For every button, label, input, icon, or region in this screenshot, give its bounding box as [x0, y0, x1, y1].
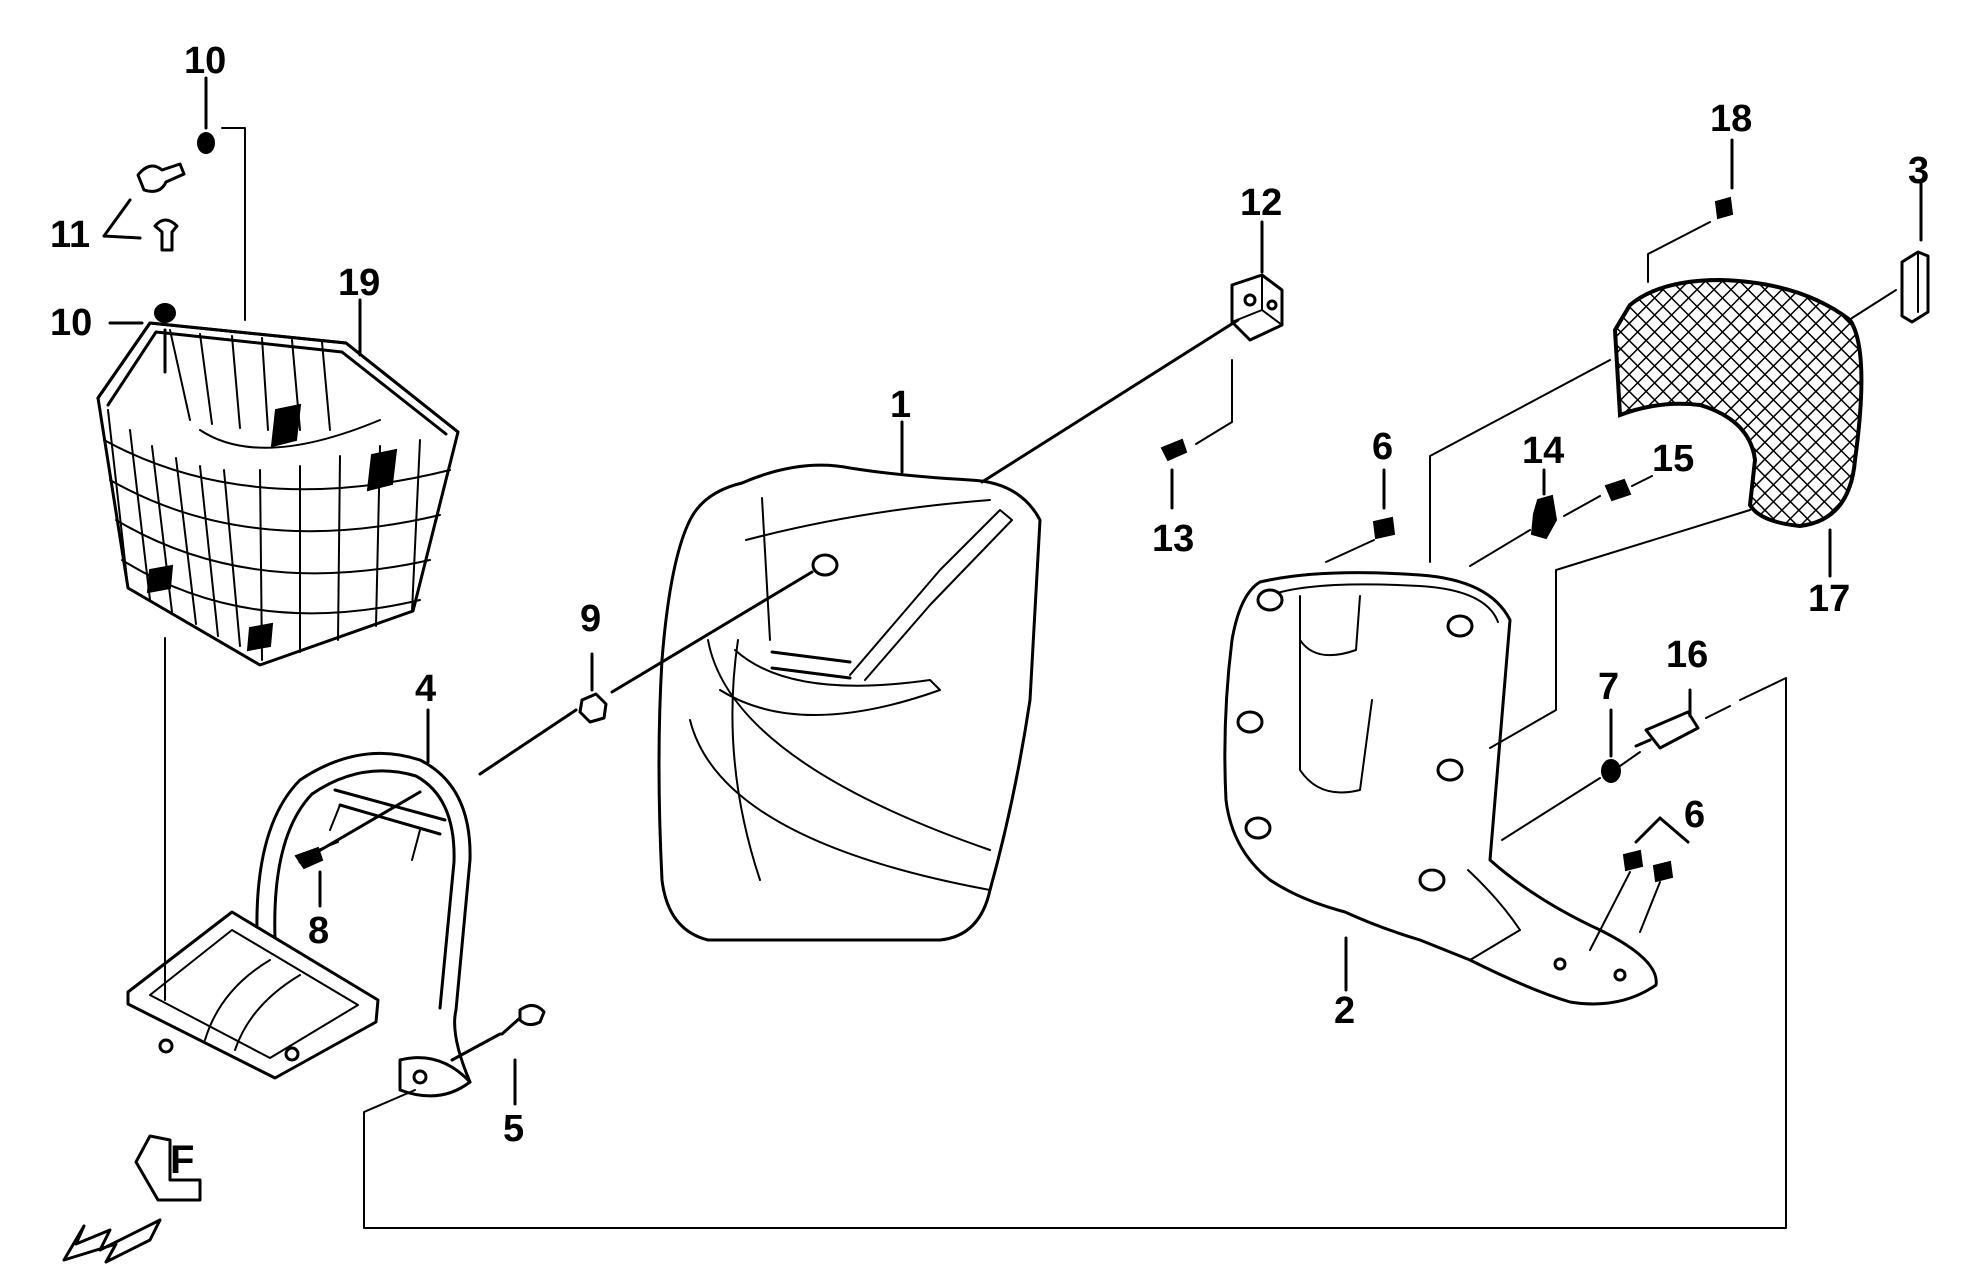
callout-18: 18: [1710, 98, 1753, 140]
callout-6-lower: 6: [1684, 794, 1706, 836]
part-2-inner-panel: [1223, 571, 1658, 1006]
part-4-carrier: [126, 751, 472, 1098]
callout-5: 5: [503, 1108, 525, 1150]
callout-4: 4: [415, 668, 437, 710]
callout-13: 13: [1152, 518, 1195, 560]
callout-2: 2: [1334, 990, 1356, 1032]
part-19-basket: [96, 321, 460, 667]
callout-15: 15: [1652, 438, 1695, 480]
part-3-clip: [1900, 250, 1930, 324]
callout-16: 16: [1666, 634, 1709, 676]
callout-10-lower: 10: [50, 302, 93, 344]
callout-11: 11: [50, 214, 91, 256]
callout-9: 9: [580, 598, 602, 640]
direction-arrow-icon: [62, 1134, 202, 1264]
direction-letter: F: [170, 1138, 195, 1182]
callout-6-upper: 6: [1372, 426, 1394, 468]
part-12-bracket: [1230, 273, 1284, 342]
callout-17: 17: [1808, 578, 1851, 620]
callout-1: 1: [890, 384, 912, 426]
callout-3: 3: [1908, 150, 1930, 192]
callout-10-top: 10: [184, 40, 227, 82]
callout-12: 12: [1240, 182, 1283, 224]
leader-lines: [102, 76, 1923, 1229]
callout-19: 19: [338, 262, 381, 304]
part-17-mesh-net: [1612, 277, 1864, 529]
callout-7: 7: [1598, 666, 1620, 708]
callout-8: 8: [308, 910, 330, 952]
callout-14: 14: [1522, 430, 1565, 472]
part-1-front-shield: [657, 463, 1042, 942]
